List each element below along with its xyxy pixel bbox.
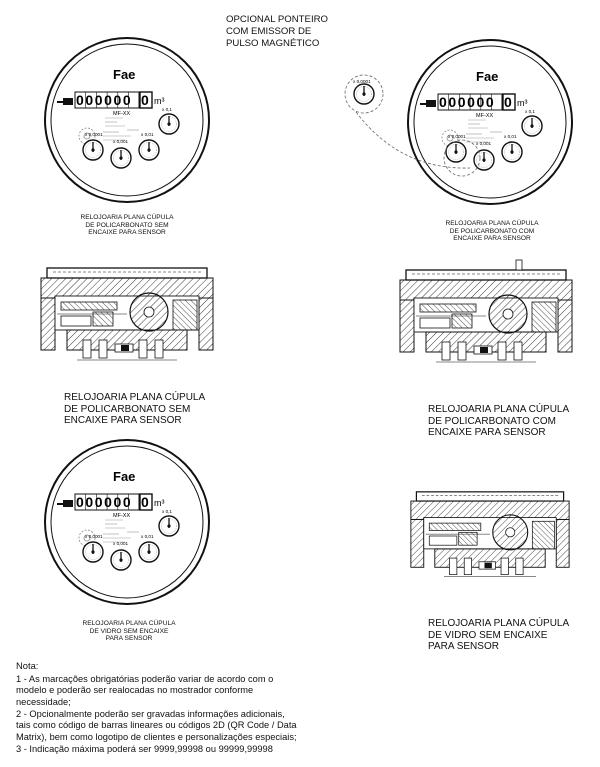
caption-bottom-left: RELOJOARIA PLANA CÚPULA DE VIDRO SEM ENC…: [82, 620, 176, 643]
hand-label: x 0,0001: [448, 134, 466, 139]
hand-label: x 0,1: [525, 109, 535, 114]
hand-label: x 0,0001: [85, 534, 103, 539]
counter-digits: 000000: [76, 92, 132, 108]
hand-label: x 0,01: [141, 534, 154, 539]
hand-label: x 0,001: [476, 141, 492, 146]
dial-model: MF-XX: [113, 111, 130, 117]
counter-unit: m³: [154, 498, 165, 508]
counter-digits: 000000: [76, 494, 132, 510]
note-item-2: 2 - Opcionalmente poderão ser gravadas i…: [16, 709, 297, 742]
hand-label: x 0,001: [113, 139, 129, 144]
dial-brand: Fae: [113, 469, 135, 484]
hand-label: x 0,1: [162, 107, 172, 112]
caption-section-bottom-right: RELOJOARIA PLANA CÚPULA DE VIDRO SEM ENC…: [428, 618, 570, 652]
hand-label: x 0,01: [504, 134, 517, 139]
note-title: Nota:: [16, 660, 39, 671]
hand-label: x 0,01: [141, 132, 154, 137]
dial-top-left: [44, 37, 210, 203]
dial-brand: Fae: [476, 69, 498, 84]
caption-section-left: RELOJOARIA PLANA CÚPULA DE POLICARBONATO…: [64, 392, 206, 426]
counter-digits: 000000: [439, 94, 495, 110]
note-item-1: 1 - As marcações obrigatórias poderão va…: [16, 674, 274, 707]
dial-model: MF-XX: [476, 113, 493, 119]
optional-pointer-label: OPCIONAL PONTEIRO COM EMISSOR DE PULSO M…: [226, 14, 328, 49]
dial-model: MF-XX: [113, 513, 130, 519]
optional-pulse-pointer: [344, 74, 481, 177]
counter-unit: m³: [154, 96, 165, 106]
caption-top-right: RELOJOARIA PLANA CÚPULA DE POLICARBONATO…: [445, 220, 539, 243]
note-item-3: 3 - Indicação máxima poderá ser 9999,999…: [16, 744, 273, 754]
dial-top-right: [407, 39, 573, 205]
section-left: [40, 267, 214, 361]
counter-unit: m³: [517, 98, 528, 108]
hand-label: x 0,1: [162, 509, 172, 514]
counter-last-digit: 0: [141, 494, 149, 510]
hand-label: x 0,001: [113, 541, 129, 546]
caption-section-right: RELOJOARIA PLANA CÚPULA DE POLICARBONATO…: [428, 404, 570, 438]
dial-brand: Fae: [113, 67, 135, 82]
dial-bottom-left: [44, 439, 210, 605]
section-bottom-right: [410, 491, 570, 578]
section-right: [399, 259, 573, 363]
caption-top-left: RELOJOARIA PLANA CÚPULA DE POLICARBONATO…: [80, 214, 174, 237]
hand-label: x 0,0001: [85, 132, 103, 137]
counter-last-digit: 0: [504, 94, 512, 110]
hand-label: x 0,0001: [353, 79, 371, 84]
counter-last-digit: 0: [141, 92, 149, 108]
